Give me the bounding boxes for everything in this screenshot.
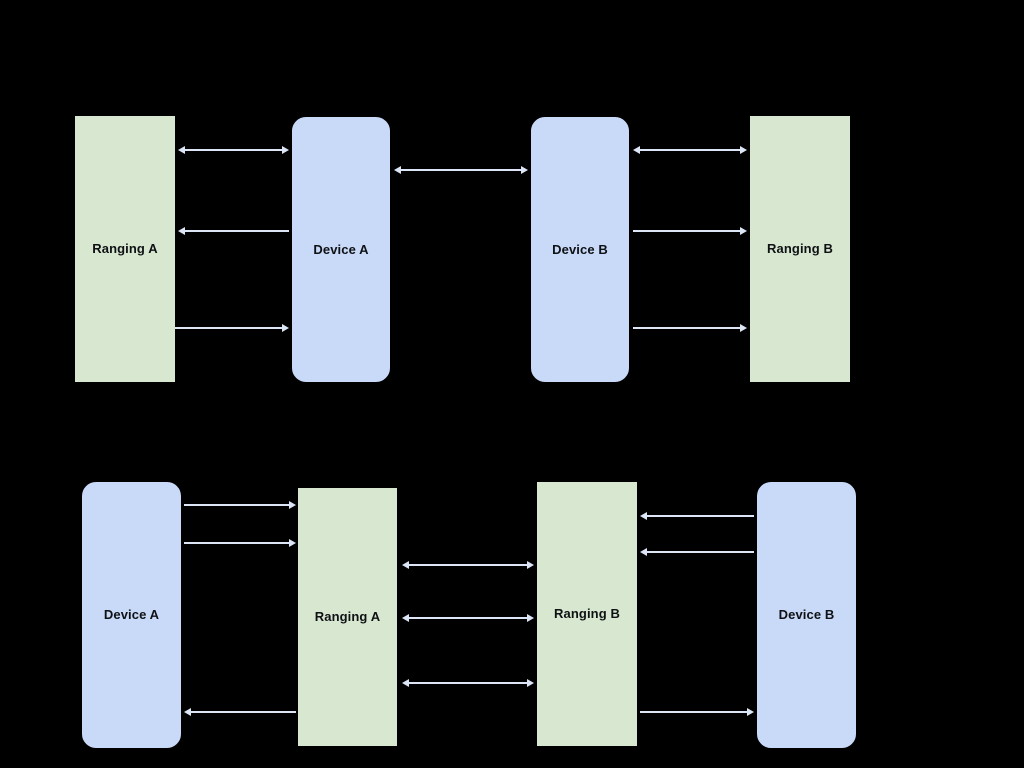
edge-arrow-right [174, 533, 306, 553]
node-label: Ranging A [92, 241, 158, 257]
node-label: Ranging B [554, 606, 620, 622]
node-top-device-b[interactable]: Device B [531, 117, 629, 382]
node-bot-ranging-b[interactable]: Ranging B [537, 482, 637, 746]
edge-arrow-both [168, 140, 299, 160]
node-top-ranging-a[interactable]: Ranging A [75, 116, 175, 382]
node-bot-device-a[interactable]: Device A [82, 482, 181, 748]
edge-arrow-left [630, 506, 764, 526]
edge-arrow-both [392, 608, 544, 628]
node-label: Device B [778, 607, 835, 623]
edge-arrow-both [392, 555, 544, 575]
node-top-device-a[interactable]: Device A [292, 117, 390, 382]
node-label: Ranging A [314, 609, 381, 625]
node-label: Ranging B [767, 241, 833, 257]
edge-arrow-both [392, 673, 544, 693]
edge-arrow-right [623, 318, 757, 338]
edge-arrow-right [165, 318, 299, 338]
edge-arrow-both [384, 160, 538, 180]
node-bot-ranging-a[interactable]: Ranging A [298, 488, 397, 746]
edge-arrow-right [630, 702, 764, 722]
edge-arrow-left [168, 221, 299, 241]
edge-arrow-right [174, 495, 306, 515]
node-top-ranging-b[interactable]: Ranging B [750, 116, 850, 382]
node-bot-device-b[interactable]: Device B [757, 482, 856, 748]
edge-arrow-both [623, 140, 757, 160]
node-label: Device A [313, 241, 369, 257]
node-label: Device A [103, 607, 160, 623]
edge-arrow-left [630, 542, 764, 562]
node-label: Device B [552, 241, 608, 257]
edge-arrow-right [623, 221, 757, 241]
edge-arrow-left [174, 702, 306, 722]
